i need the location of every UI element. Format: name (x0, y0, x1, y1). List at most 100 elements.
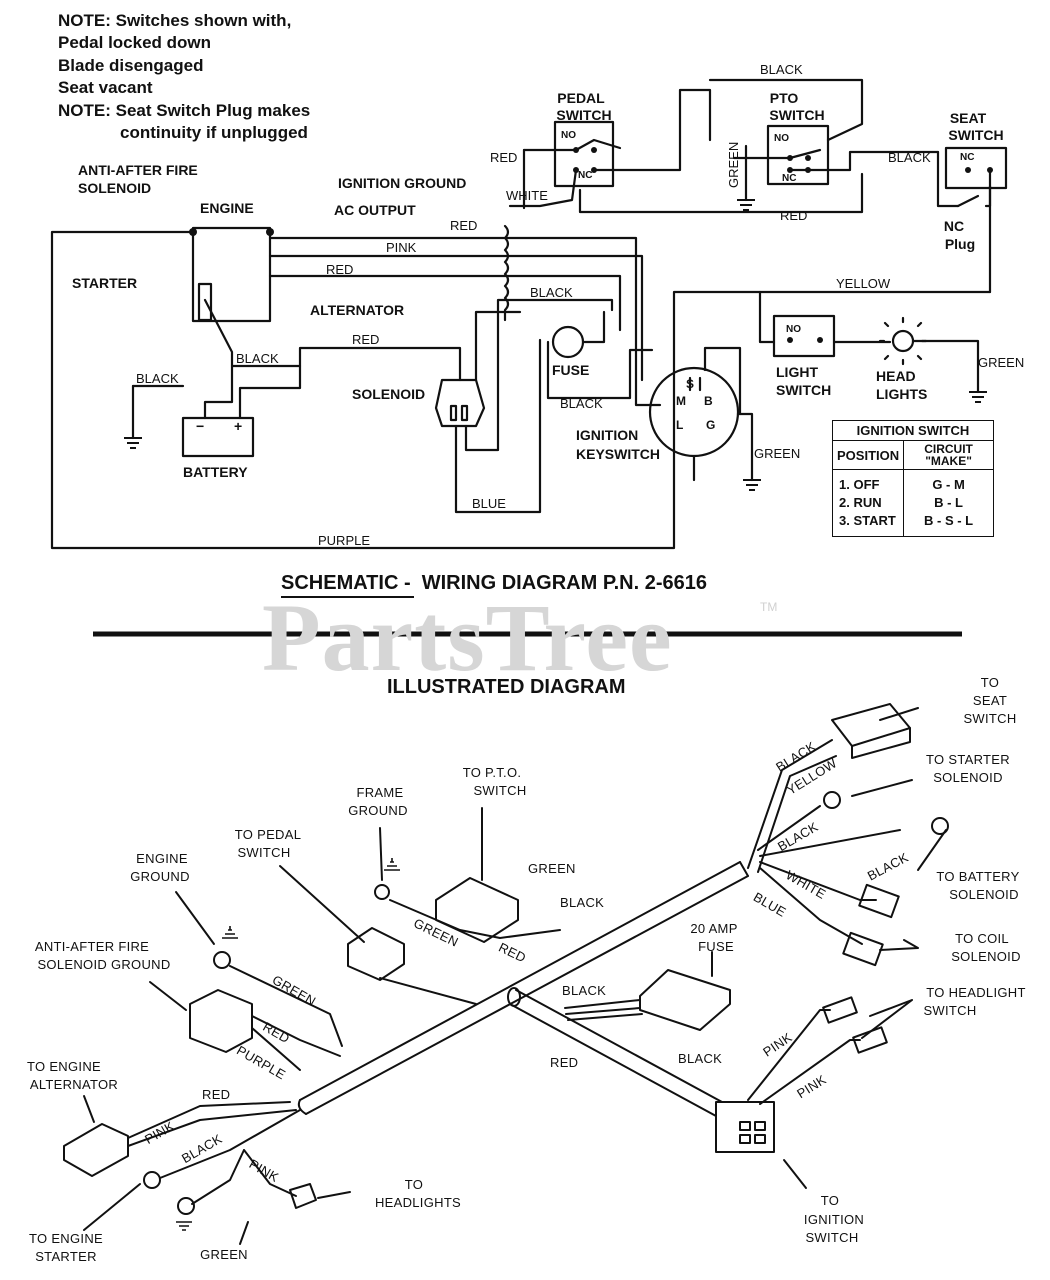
light-no-label: NO (786, 324, 801, 335)
ign-terminal-b: B (704, 394, 713, 408)
ignition-table-title: IGNITION SWITCH (832, 420, 994, 441)
light-switch-label-2: SWITCH (776, 382, 832, 398)
illustrated-title: ILLUSTRATED DIAGRAM (387, 676, 626, 698)
pink-wire (268, 254, 644, 382)
label-to-ignition-switch-3: SWITCH (805, 1230, 859, 1245)
label-to-seat-switch-3: SWITCH (963, 711, 1017, 726)
battery-black (203, 364, 234, 420)
ill-wire-green-pto: GREEN (528, 861, 576, 876)
ignition-table-col-position: POSITION (831, 440, 905, 470)
solenoid-body (434, 378, 486, 428)
label-to-battery-solenoid-1: TO BATTERY (936, 869, 1020, 884)
note-line-2: Pedal locked down (58, 33, 212, 52)
label-to-engine-alternator-2: ALTERNATOR (29, 1077, 119, 1092)
seat-connector (831, 703, 911, 747)
label-to-ignition-switch-1: TO (820, 1193, 840, 1208)
ignition-row-make: B - S - L (924, 513, 974, 528)
note-line-3: Blade disengaged (58, 56, 204, 75)
headlight-bulb (891, 329, 915, 353)
ignition-row-make: G - M (932, 477, 965, 492)
schematic-title-rest: - WIRING DIAGRAM P.N. 2-6616 (398, 572, 707, 594)
ignition-row-position: 1. OFF (839, 477, 880, 492)
ill-wire-black-fuse-2: BLACK (678, 1051, 723, 1066)
label-to-seat-switch-2: SEAT (972, 693, 1008, 708)
label-to-headlights-1: TO (404, 1177, 424, 1192)
fuse-label: FUSE (552, 362, 590, 378)
engine-box (191, 226, 272, 323)
wire-label-red-pedal: RED (490, 150, 518, 165)
trademark: TM (760, 600, 778, 614)
label-to-headlights-2: HEADLIGHTS (374, 1195, 462, 1210)
wire-label-black-seat: BLACK (888, 150, 931, 165)
red-wire-3 (268, 274, 622, 332)
purple-wire (50, 230, 992, 550)
note-line-1: NOTE: Switches shown with, (58, 11, 292, 30)
label-fuse-20amp-1: 20 AMP (690, 921, 738, 936)
seat-switch-label-1: SEAT (949, 110, 987, 126)
wire-label-black-starter: BLACK (236, 351, 279, 366)
nc-plug-label-1: NC (943, 218, 965, 234)
wire-label-green-headlight: GREEN (978, 355, 1025, 370)
wire-label-red-pto: RED (780, 208, 808, 223)
ill-wire-red-fuse: RED (550, 1055, 579, 1070)
pedal-switch-label-1: PEDAL (557, 90, 605, 106)
pto-no-label: NO (774, 133, 789, 144)
pedal-connector (347, 927, 405, 981)
head-lights-label-2: LIGHTS (876, 386, 928, 402)
battery-box (181, 416, 255, 458)
starter-box (197, 282, 213, 322)
label-anti-after-fire-ground-1: ANTI-AFTER FIRE (34, 939, 150, 954)
ac-output-label: AC OUTPUT (334, 202, 416, 218)
ignition-ground-label: IGNITION GROUND (338, 175, 467, 191)
ignition-table-col-circuit: CIRCUIT "MAKE" (903, 440, 994, 470)
main-harness-tube (299, 861, 749, 1115)
alternator-label: ALTERNATOR (310, 302, 405, 318)
ignition-table-makes: G - M B - L B - S - L (903, 469, 994, 537)
wire-label-pink: PINK (386, 240, 417, 255)
red-wire-ac (268, 236, 662, 407)
pedal-switch-box (553, 120, 615, 188)
label-to-engine-alternator-1: TO ENGINE (27, 1059, 101, 1074)
wire-label-white: WHITE (506, 188, 548, 203)
schematic-title: SCHEMATIC - WIRING DIAGRAM P.N. 2-6616 (281, 572, 707, 595)
starter-label: STARTER (72, 275, 138, 291)
anti-after-fire-label-2: SOLENOID (78, 180, 152, 196)
label-to-starter-solenoid-2: SOLENOID (933, 770, 1003, 785)
label-to-coil-solenoid-2: SOLENOID (951, 949, 1021, 964)
label-to-starter-solenoid-1: TO STARTER (926, 752, 1010, 767)
engine-label: ENGINE (200, 200, 254, 216)
alternator-connector (63, 1123, 129, 1177)
note-line-6: continuity if unplugged (120, 123, 308, 142)
label-to-seat-switch-1: TO (980, 675, 1000, 690)
battery-plus-label: + (234, 418, 243, 434)
pto-switch-label-2: SWITCH (769, 107, 825, 123)
battery-pos (238, 364, 302, 420)
pedal-no-label: NO (561, 130, 576, 141)
fuse-circle (551, 325, 585, 359)
wire-label-purple: PURPLE (318, 533, 371, 548)
lower-harness-tube (509, 989, 723, 1117)
label-anti-after-fire-ground-2: SOLENOID GROUND (37, 957, 171, 972)
seat-nc-label: NC (960, 152, 975, 163)
label-to-headlight-switch-2: SWITCH (923, 1003, 977, 1018)
wire-label-green-pto: GREEN (726, 141, 741, 188)
label-frame-ground-1: FRAME (356, 785, 404, 800)
label-green-bottom: GREEN (200, 1247, 248, 1262)
seat-switch-box (944, 146, 1008, 190)
ill-wire-black-fuse: BLACK (562, 983, 607, 998)
light-switch-box (772, 314, 836, 358)
head-lights-label-1: HEAD (876, 368, 916, 384)
anti-after-fire-label-1: ANTI-AFTER FIRE (78, 162, 198, 178)
note-line-5: NOTE: Seat Switch Plug makes (58, 101, 311, 120)
label-to-headlight-switch-1: TO HEADLIGHT (926, 985, 1026, 1000)
ignition-table-positions: 1. OFF 2. RUN 3. START (831, 469, 905, 537)
headlight-connector (289, 1183, 317, 1209)
wire-label-red-2: RED (326, 262, 354, 277)
note-line-4: Seat vacant (58, 78, 153, 97)
solenoid-label: SOLENOID (352, 386, 426, 402)
seat-switch-label-2: SWITCH (948, 127, 1004, 143)
label-fuse-20amp-2: FUSE (698, 939, 734, 954)
label-engine-ground-1: ENGINE (136, 851, 188, 866)
pedal-nc-label: NC (578, 170, 593, 181)
